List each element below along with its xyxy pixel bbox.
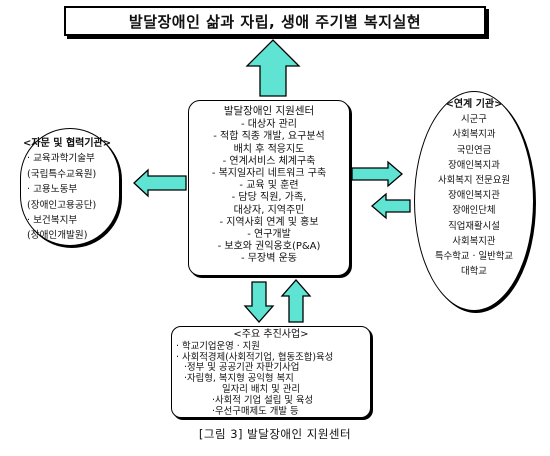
project-item: 일자리 배치 및 관리 xyxy=(222,383,300,395)
linked-item: 사회복지 전문요원 xyxy=(438,175,510,187)
support-center-item: 대상자, 지역주민 xyxy=(233,204,305,216)
vision-title: 발달장애인 삶과 자립, 생애 주기별 복지실현 xyxy=(128,12,422,31)
advisory-agencies-box: <자문 및 협력기관> · 교육과학기술부 (국립특수교육원) · 고용노동부 … xyxy=(20,128,120,246)
figure-caption: [그림 3] 발달장애인 지원센터 xyxy=(198,427,352,441)
advisory-item: · 보건복지부 xyxy=(27,215,78,227)
linked-item: 대학교 xyxy=(461,266,487,278)
project-item: · 사회적경제(사회적기업, 협동조합)육성 xyxy=(176,351,334,363)
support-center-item: - 보호와 권익옹호(P&A) xyxy=(217,241,321,253)
linked-item: 장애인복지과 xyxy=(448,159,500,171)
linked-agencies-ellipse: <연계 기관> 시군구 사회복지과 국민연금 장애인복지과 사회복지 전문요원 … xyxy=(414,91,534,311)
arrow-center-to-linked xyxy=(351,160,403,188)
linked-item: 사회복지관 xyxy=(452,235,496,247)
linked-heading: <연계 기관> xyxy=(445,99,503,110)
support-center-heading: 발달장애인 지원센터 xyxy=(223,105,315,117)
key-projects-box: <주요 추진사업> · 학교기업운영 · 지원 · 사회적경제(사회적기업, 협… xyxy=(171,326,371,418)
support-center-item: - 연구개발 xyxy=(247,229,291,241)
linked-item: 특수학교 · 일반학교 xyxy=(435,251,513,263)
arrow-linked-to-center xyxy=(371,192,411,220)
support-center-item: - 복지일자리 네트워크 구축 xyxy=(211,168,327,180)
project-item: · 학교기업운영 · 지원 xyxy=(176,340,260,352)
support-center-item: - 적합 직종 개발, 요구분석 xyxy=(213,131,325,143)
advisory-item: (장애인개발원) xyxy=(27,230,88,242)
arrow-center-to-advisory xyxy=(133,168,187,198)
linked-item: 장애인단체 xyxy=(452,205,496,217)
projects-heading: <주요 추진사업> xyxy=(233,329,309,340)
support-center-item: - 연계서비스 체계구축 xyxy=(222,155,316,167)
support-center-item: 배치 후 적응지도 xyxy=(233,143,305,155)
advisory-item: · 교육과학기술부 xyxy=(27,153,95,165)
project-item: ·정부 및 공공기관 자판기사업 xyxy=(184,362,300,374)
advisory-item: (국립특수교육원) xyxy=(27,168,97,180)
support-center-item: - 지역사회 연계 및 홍보 xyxy=(219,216,319,228)
support-center-item: - 무장벽 운동 xyxy=(241,253,297,265)
support-center-item: - 교육 및 훈련 xyxy=(239,180,299,192)
support-center-item: - 담당 직원, 가족, xyxy=(231,192,307,204)
arrow-center-to-projects xyxy=(243,281,275,323)
linked-item: 국민연금 xyxy=(456,144,492,156)
advisory-heading: <자문 및 협력기관> xyxy=(23,138,112,149)
support-center-item: - 대상자 관리 xyxy=(241,119,297,131)
project-item: ·사회적 기업 설립 및 육성 xyxy=(212,394,314,406)
advisory-item: · 고용노동부 xyxy=(27,184,78,196)
linked-item: 직업재활시설 xyxy=(448,220,500,232)
advisory-item: (장애인고용공단) xyxy=(27,199,97,211)
vision-title-box: 발달장애인 삶과 자립, 생애 주기별 복지실현 xyxy=(64,6,486,36)
support-center-box: 발달장애인 지원센터 - 대상자 관리 - 적합 직종 개발, 요구분석 배치 … xyxy=(188,100,350,276)
linked-item: 시군구 xyxy=(461,114,487,126)
arrow-center-to-title xyxy=(245,39,301,97)
linked-item: 사회복지과 xyxy=(452,129,496,141)
arrow-projects-to-center xyxy=(280,279,312,323)
project-item: ·자립형, 복지형 공익형 복지 xyxy=(184,373,294,385)
linked-item: 장애인복지관 xyxy=(448,190,500,202)
project-item: ·우선구매제도 개발 등 xyxy=(212,405,299,417)
